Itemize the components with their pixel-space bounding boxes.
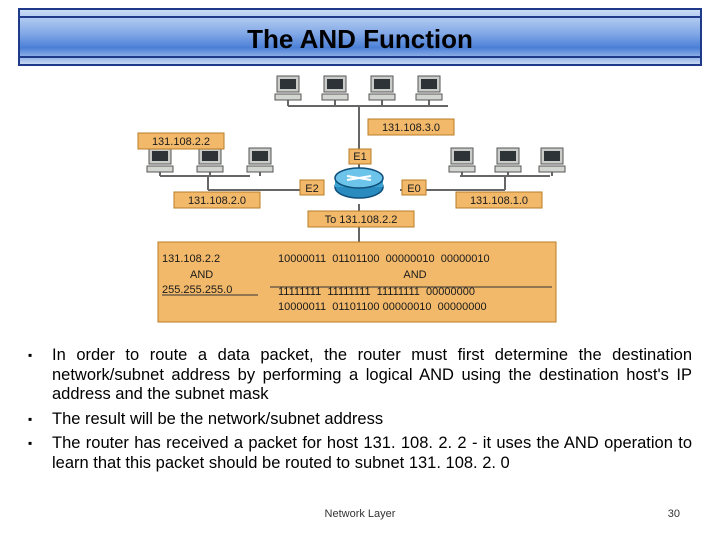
title-bar: The AND Function [18, 8, 702, 66]
bullet-text: The result will be the network/subnet ad… [52, 409, 384, 428]
label-131-108-2-2: 131.108.2.2 [152, 136, 210, 148]
and-mask-binary: 11111111 11111111 11111111 00000000 [278, 286, 475, 298]
label-e2: E2 [305, 183, 318, 195]
title-divider-bottom [20, 56, 700, 58]
label-destination: To 131.108.2.2 [325, 214, 398, 226]
label-e0: E0 [407, 183, 420, 195]
bullet-text: In order to route a data packet, the rou… [52, 346, 692, 403]
bullet-item: ▪ In order to route a data packet, the r… [28, 346, 692, 405]
and-ip-binary: 10000011 01101100 00000010 00000010 [278, 253, 490, 265]
title-divider-top [20, 16, 700, 18]
bullet-marker-icon: ▪ [28, 411, 33, 426]
bullet-item: ▪ The result will be the network/subnet … [28, 410, 692, 430]
label-131-108-3-0: 131.108.3.0 [382, 122, 440, 134]
and-word-right: AND [403, 269, 426, 281]
network-diagram: 131.108.2.2 131.108.3.0 E1 E2 E0 131.108… [137, 75, 566, 323]
page-number: 30 [667, 508, 680, 520]
and-word-left: AND [190, 269, 213, 281]
and-table [157, 241, 557, 323]
bullet-marker-icon: ▪ [28, 436, 33, 450]
network-links [159, 98, 553, 242]
bullet-list: ▪ In order to route a data packet, the r… [28, 346, 692, 478]
router-icon [334, 167, 384, 199]
label-e1: E1 [353, 151, 366, 163]
bullet-text: The router has received a packet for hos… [52, 434, 692, 472]
label-131-108-1-0: 131.108.1.0 [470, 195, 528, 207]
slide-title: The AND Function [247, 24, 473, 54]
label-131-108-2-0: 131.108.2.0 [188, 195, 246, 207]
and-mask: 255.255.255.0 [162, 284, 232, 296]
bullet-marker-icon: ▪ [28, 348, 33, 362]
and-result-binary: 10000011 01101100 00000010 00000000 [278, 301, 487, 313]
and-ip: 131.108.2.2 [162, 253, 220, 265]
bullet-item: ▪ The router has received a packet for h… [28, 434, 692, 473]
footer-title: Network Layer [324, 508, 396, 520]
